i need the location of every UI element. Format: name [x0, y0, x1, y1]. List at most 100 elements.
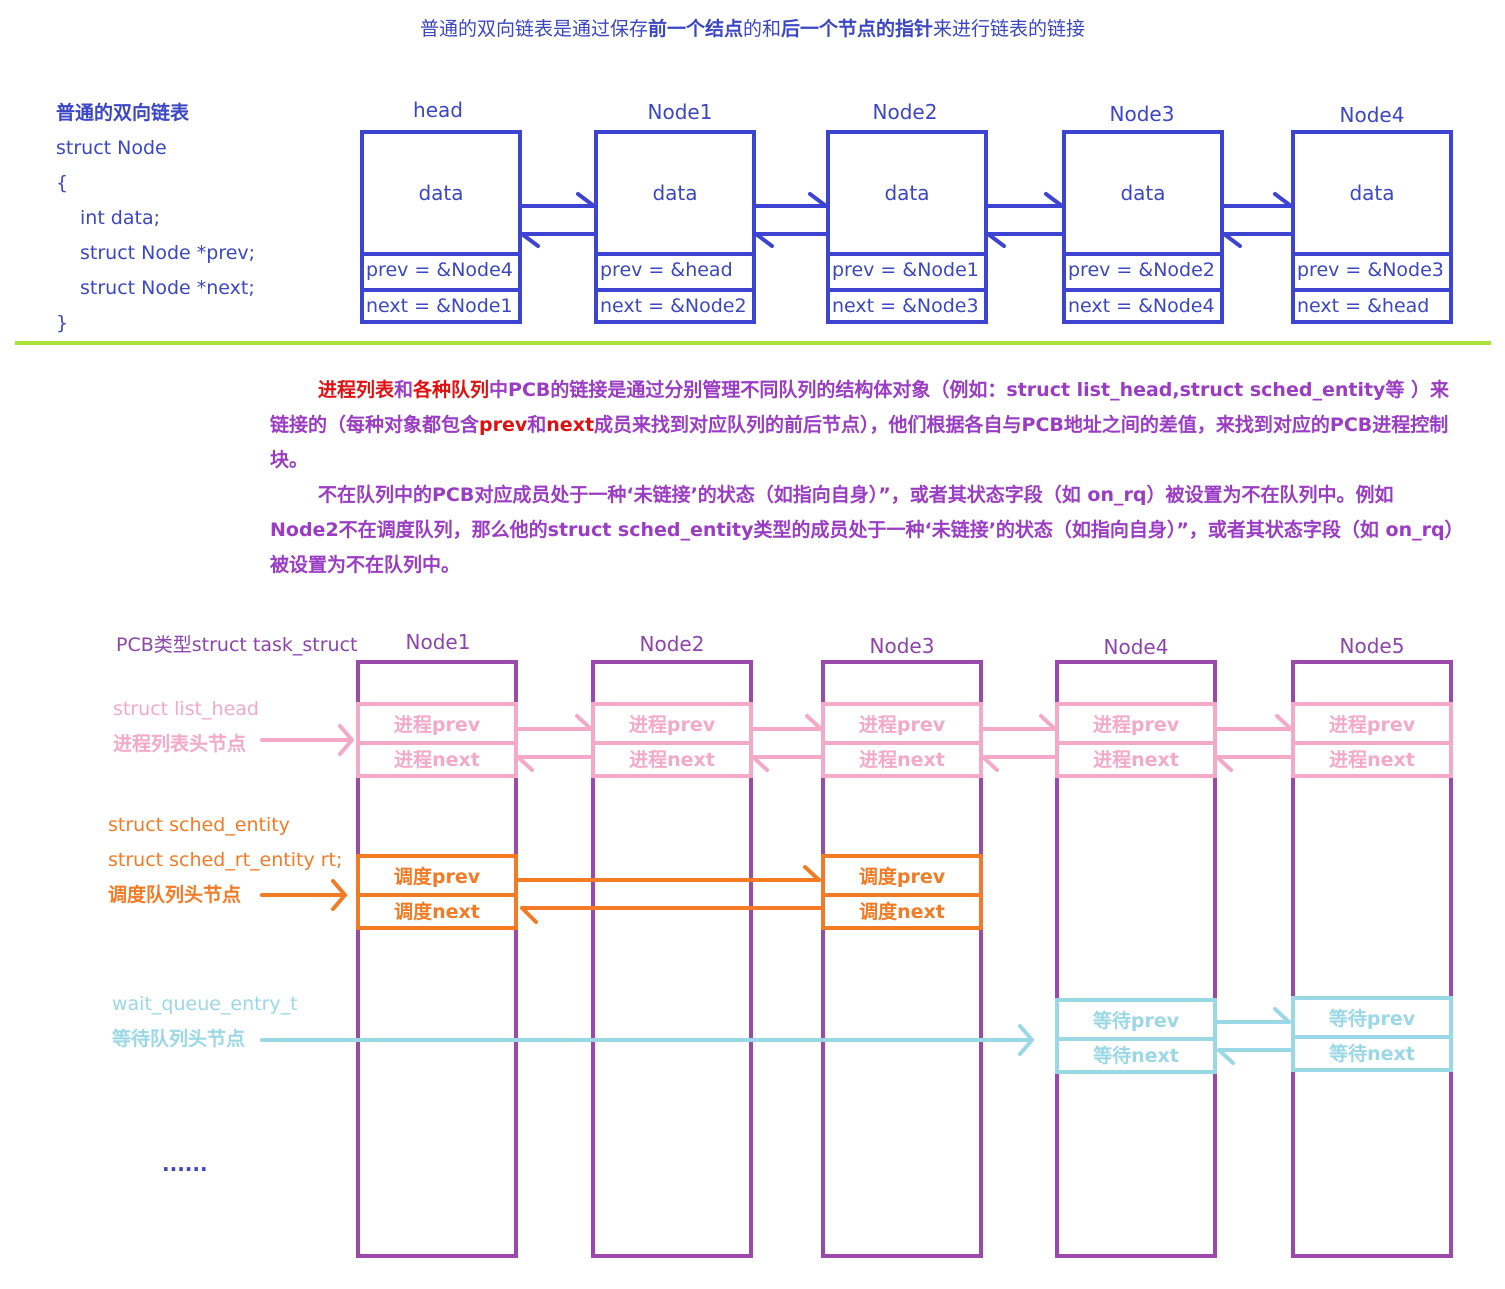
- forward-arrow: [754, 192, 828, 208]
- node-next-field: next = &Node3: [832, 295, 979, 317]
- node-label-node3: Node3: [1109, 102, 1175, 126]
- forward-arrow: [516, 865, 821, 882]
- slot-next: 进程next: [629, 749, 715, 771]
- backward-arrow: [986, 232, 1064, 248]
- process-list-arrows: [260, 714, 1293, 772]
- backward-arrow: [1217, 1048, 1293, 1065]
- node-next-field: next = &Node2: [600, 295, 747, 317]
- backward-arrow: [751, 755, 823, 772]
- backward-arrow: [516, 755, 593, 772]
- list-head-slot: 进程prev 进程next: [1291, 702, 1453, 778]
- backward-arrow: [1222, 232, 1293, 248]
- slot-next: 进程next: [1093, 749, 1179, 771]
- slot-prev: 调度prev: [825, 858, 979, 897]
- forward-arrow: [520, 192, 596, 208]
- backward-arrow: [754, 232, 828, 248]
- node-label-node4: Node4: [1339, 103, 1405, 127]
- pcb-node-label: Node3: [869, 634, 935, 658]
- node-data: data: [1295, 134, 1449, 256]
- page-title: 普通的双向链表是通过保存前一个结点的和后一个节点的指针来进行链表的链接: [419, 18, 1086, 40]
- list-link-arrows: [520, 192, 1293, 248]
- backward-arrow: [520, 906, 823, 924]
- list-head-slot: 进程prev 进程next: [1055, 702, 1217, 778]
- sched-type-1: struct sched_entity: [108, 814, 290, 836]
- node-label-node2: Node2: [872, 100, 938, 124]
- sched-type-2: struct sched_rt_entity rt;: [108, 849, 343, 871]
- list-node-node4: data prev = &Node3 next = &head: [1291, 130, 1453, 324]
- slot-next: 等待next: [1329, 1043, 1415, 1065]
- backward-arrow: [520, 232, 596, 248]
- list-node-node3: data prev = &Node2 next = &Node4: [1062, 130, 1224, 324]
- slot-prev: 进程prev: [825, 706, 979, 745]
- node-label-node1: Node1: [647, 100, 713, 124]
- paragraph-2: 不在队列中的PCB对应成员处于一种‘未链接’的状态（如指向自身）”，或者其状态字…: [270, 484, 1455, 576]
- pcb-node-label: Node4: [1103, 635, 1169, 659]
- forward-arrow: [751, 714, 823, 731]
- node-prev-field: prev = &Node4: [364, 252, 518, 292]
- node-prev-field: prev = &Node2: [1066, 252, 1220, 292]
- slot-prev: 进程prev: [595, 706, 749, 745]
- node-next-field: next = &head: [1297, 295, 1430, 317]
- sched-head-arrow: [260, 879, 347, 911]
- list-node-node2: data prev = &Node1 next = &Node3: [826, 130, 988, 324]
- wait-head: 等待队列头节点: [112, 1028, 246, 1050]
- list-head-labels: struct list_head 进程列表头节点: [113, 692, 259, 762]
- node-label-head: head: [413, 98, 463, 122]
- code-line: struct Node: [56, 137, 167, 159]
- node-data: data: [598, 134, 752, 256]
- node-prev-field: prev = &Node1: [830, 252, 984, 292]
- explanation-paragraph: 进程列表和各种队列中PCB的链接是通过分别管理不同队列的结构体对象（例如：str…: [270, 373, 1460, 583]
- code-line: {: [56, 172, 69, 194]
- slot-next: 进程next: [1329, 749, 1415, 771]
- list-head-type: struct list_head: [113, 698, 259, 720]
- node-prev-field: prev = &head: [598, 252, 752, 292]
- struct-node-code: 普通的双向链表 struct Node { int data; struct N…: [56, 96, 255, 341]
- list-node-node1: data prev = &head next = &Node2: [594, 130, 756, 324]
- wait-labels: wait_queue_entry_t 等待队列头节点: [112, 987, 298, 1057]
- code-heading: 普通的双向链表: [56, 102, 190, 124]
- code-line: struct Node *prev;: [80, 242, 256, 264]
- node-data: data: [830, 134, 984, 256]
- sched-slot: 调度prev 调度next: [356, 854, 518, 930]
- node-prev-field: prev = &Node3: [1295, 252, 1449, 292]
- slot-prev: 进程prev: [360, 706, 514, 745]
- code-line: }: [56, 312, 69, 334]
- slot-prev: 进程prev: [1295, 706, 1449, 745]
- paragraph-1: 进程列表和各种队列中PCB的链接是通过分别管理不同队列的结构体对象（例如：str…: [270, 379, 1450, 471]
- forward-arrow: [981, 714, 1057, 731]
- node-data: data: [364, 134, 518, 256]
- slot-next: 调度next: [394, 901, 480, 923]
- more-ellipsis: ......: [162, 1152, 208, 1176]
- slot-next: 进程next: [394, 749, 480, 771]
- forward-arrow: [1222, 192, 1293, 208]
- list-head-arrow: [260, 724, 354, 756]
- slot-next: 进程next: [859, 749, 945, 771]
- sched-head: 调度队列头节点: [108, 884, 242, 906]
- forward-arrow: [1215, 1007, 1291, 1024]
- sched-queue-arrows: [260, 865, 823, 924]
- list-head-slot: 进程prev 进程next: [356, 702, 518, 778]
- node-next-field: next = &Node4: [1068, 295, 1215, 317]
- list-head-slot: 进程prev 进程next: [591, 702, 753, 778]
- wait-queue-arrows: [260, 1007, 1293, 1065]
- forward-arrow: [1215, 714, 1293, 731]
- backward-arrow: [1215, 755, 1293, 772]
- list-head-slot: 进程prev 进程next: [821, 702, 983, 778]
- forward-arrow: [516, 714, 593, 731]
- wait-slot: 等待prev 等待next: [1291, 996, 1453, 1072]
- code-line: struct Node *next;: [80, 277, 255, 299]
- slot-prev: 进程prev: [1059, 706, 1213, 745]
- slot-next: 调度next: [859, 901, 945, 923]
- node-next-field: next = &Node1: [366, 295, 513, 317]
- list-node-head: data prev = &Node4 next = &Node1: [360, 130, 522, 324]
- section-divider: [15, 341, 1491, 345]
- wait-slot: 等待prev 等待next: [1055, 998, 1217, 1074]
- sched-slot: 调度prev 调度next: [821, 854, 983, 930]
- pcb-node-label: Node1: [405, 630, 471, 654]
- wait-head-arrow: [260, 1024, 1034, 1056]
- slot-prev: 等待prev: [1059, 1002, 1213, 1041]
- slot-prev: 等待prev: [1295, 1000, 1449, 1039]
- list-head-head: 进程列表头节点: [113, 733, 247, 755]
- slot-next: 等待next: [1093, 1045, 1179, 1067]
